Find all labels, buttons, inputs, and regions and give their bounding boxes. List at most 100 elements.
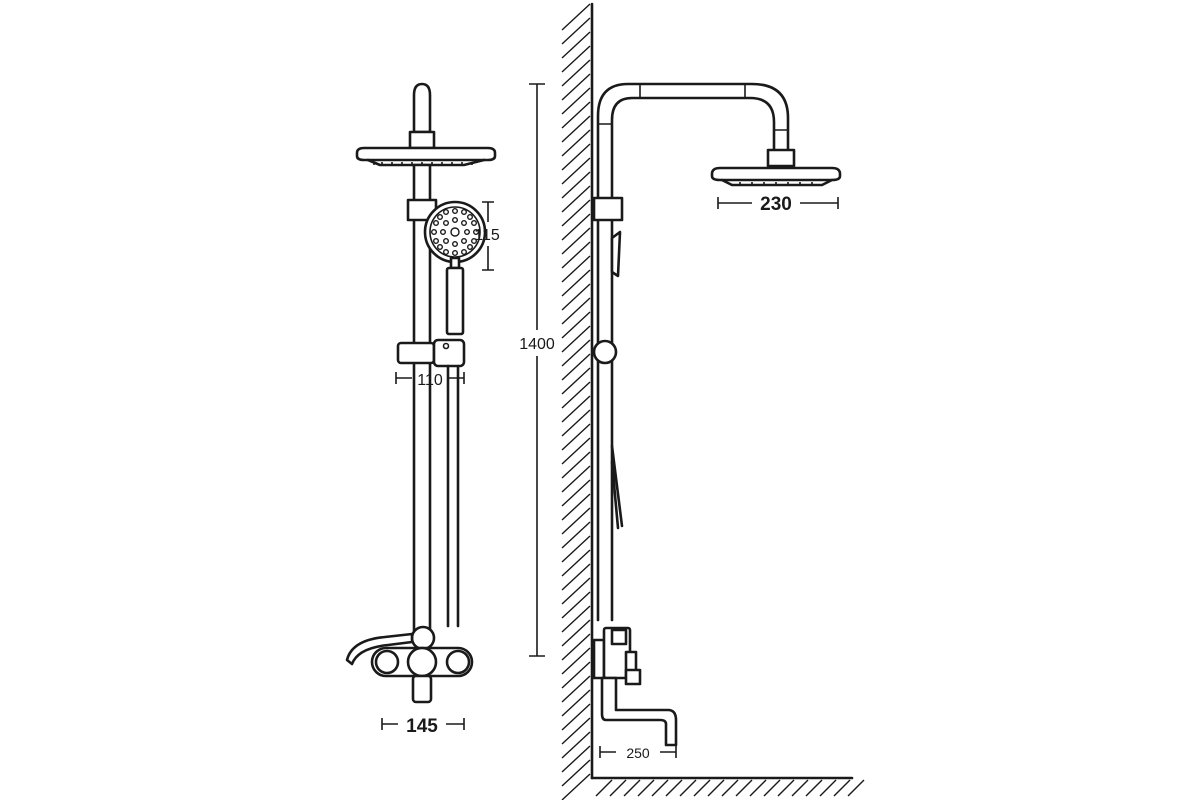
dimension-overall-height: 1400 [519,83,555,657]
side-mixer [592,626,642,686]
side-view: 230 250 [592,82,842,761]
wall-hatch-line [561,213,591,241]
wall-hatch-line [561,381,591,409]
front-hose [446,364,460,628]
wall-hatch-line [561,311,591,339]
floor-hatch-line [679,779,697,797]
dimension-holder-width-label: 110 [417,372,443,389]
side-riser-outer [596,82,790,622]
wall-hatch-line [561,535,591,563]
front-upper-collar [408,130,436,150]
wall-hatching [561,3,591,800]
wall-hatch-line [561,171,591,199]
wall-hatch-line [561,395,591,423]
wall-hatch-line [561,59,591,87]
wall-hatch-line [561,759,591,787]
wall-hatch-line [561,451,591,479]
floor-hatch-line [763,779,781,797]
wall-hatch-line [561,731,591,759]
wall-hatch-line [561,479,591,507]
wall [561,2,594,800]
floor-hatch-line [735,779,753,797]
dimension-hand-shower: 115 [474,201,500,271]
dimension-rain-head: 230 [717,194,839,215]
floor-hatch-line [693,779,711,797]
side-slider-knob [592,339,618,365]
floor-hatch-line [721,779,739,797]
wall-hatch-line [561,605,591,633]
side-wall-bracket [592,196,624,222]
wall-hatch-line [561,409,591,437]
wall-hatch-line [561,129,591,157]
side-head-connector [766,148,796,168]
side-hose [610,444,624,530]
wall-hatch-line [561,199,591,227]
wall-hatch-line [561,297,591,325]
side-bath-spout [600,676,678,747]
wall-hatch-line [561,101,591,129]
dimension-holder-width: 110 [395,372,465,389]
wall-hatch-line [561,185,591,213]
floor-hatch-line [623,779,641,797]
wall-hatch-line [561,703,591,731]
wall-hatch-line [561,325,591,353]
dimension-rain-head-label: 230 [760,194,792,215]
side-hand-shower [610,230,622,278]
floor-hatch-line [609,779,627,797]
floor-hatch-line [665,779,683,797]
front-hand-shower-holder [396,338,466,368]
wall-hatch-line [561,31,591,59]
wall-hatch-line [561,73,591,101]
wall-hatch-line [561,227,591,255]
front-diverter-knob [410,625,436,651]
wall-hatch-line [561,493,591,521]
wall-hatch-line [561,423,591,451]
floor-hatch-line [749,779,767,797]
wall-hatch-line [561,773,591,800]
front-top-cap [412,82,432,134]
wall-hatch-line [561,367,591,395]
wall-hatch-line [561,591,591,619]
hand-shower-nozzles [431,207,480,256]
wall-hatch-line [561,143,591,171]
floor-hatch-line [805,779,823,797]
wall-hatch-line [561,521,591,549]
front-mixer-body [370,646,474,704]
front-rain-head [355,146,497,167]
side-arm-joints [598,84,788,131]
wall-hatch-line [561,269,591,297]
wall-hatch-line [561,563,591,591]
front-bath-spout [345,632,414,666]
dimension-mixer-width-label: 145 [406,716,438,737]
wall-hatch-line [561,17,591,45]
dimension-mixer-width: 145 [381,716,465,737]
wall-hatch-line [561,87,591,115]
wall-hatch-line [561,507,591,535]
floor-hatch-line [707,779,725,797]
wall-hatch-line [561,283,591,311]
wall-hatch-line [561,255,591,283]
side-riser-inner [610,96,776,622]
floor-hatching [595,779,865,797]
floor-hatch-line [847,779,865,797]
wall-hatch-line [561,115,591,143]
wall-hatch-line [561,689,591,717]
wall-hatch-line [561,745,591,773]
wall-hatch-line [561,437,591,465]
wall-hatch-line [561,577,591,605]
floor-hatch-line [819,779,837,797]
wall-hatch-line [561,717,591,745]
wall-hatch-line [561,661,591,689]
wall-hatch-line [561,619,591,647]
floor-hatch-line [777,779,795,797]
front-view: 145 110 115 [345,82,500,737]
wall-hatch-line [561,465,591,493]
wall-hatch-line [561,549,591,577]
wall-hatch-line [561,157,591,185]
wall-hatch-line [561,339,591,367]
wall-hatch-line [561,241,591,269]
floor-hatch-line [651,779,669,797]
wall-hatch-line [561,675,591,703]
dimension-spout-reach: 250 [599,745,677,761]
